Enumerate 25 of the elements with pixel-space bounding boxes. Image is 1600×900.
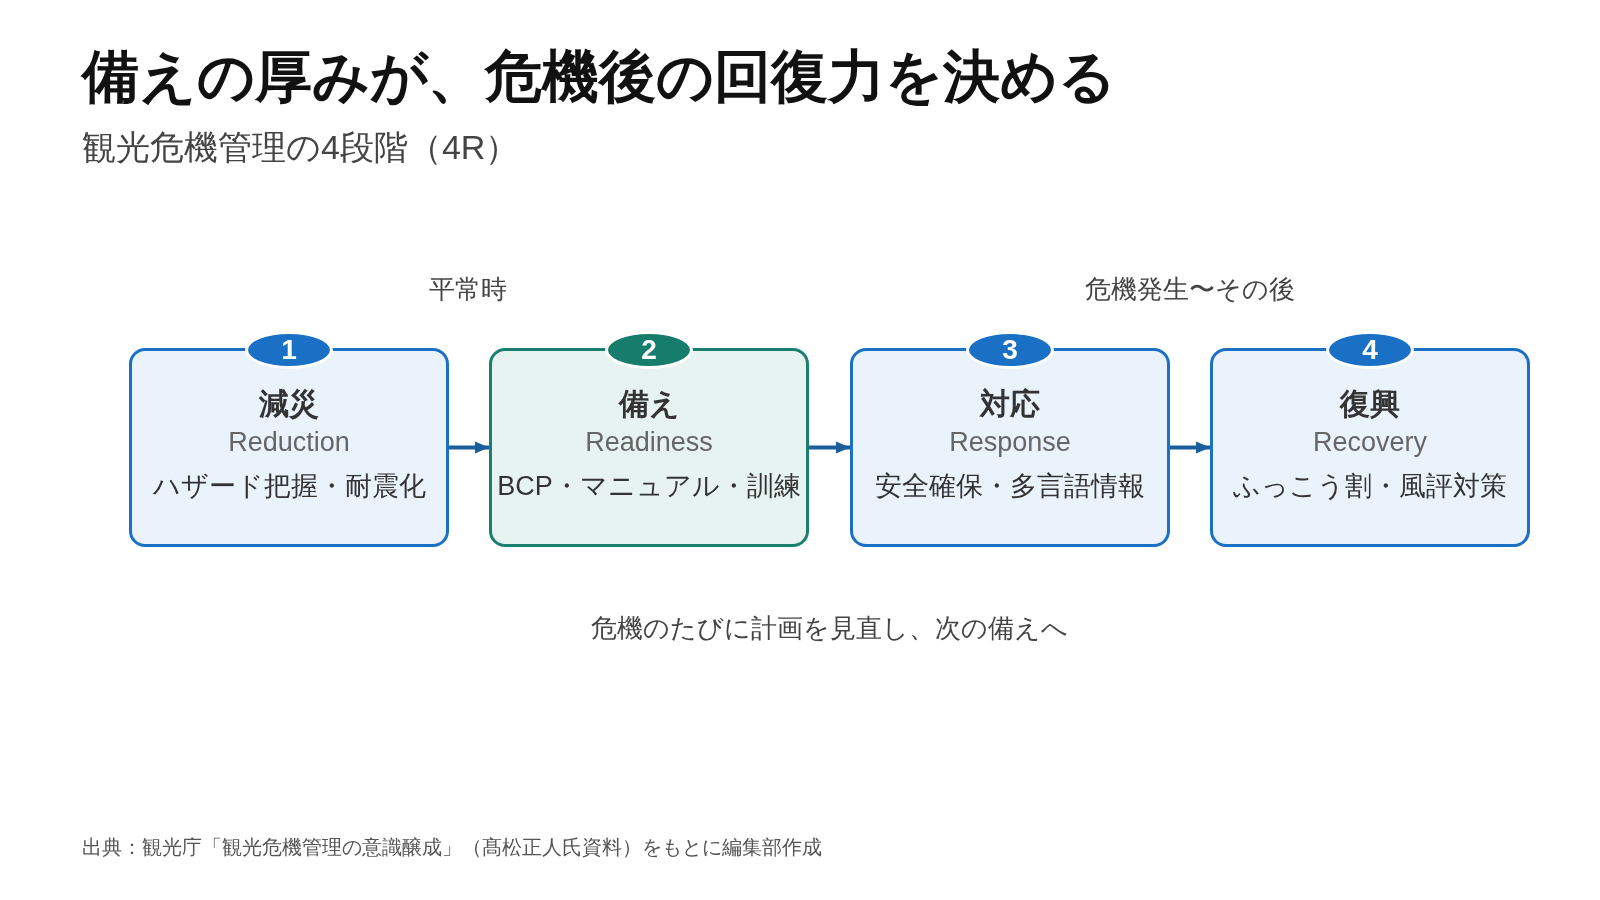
stage-description: ふっこう割・風評対策: [1233, 470, 1507, 503]
subtitle: 観光危機管理の4段階（4R）: [82, 127, 520, 168]
english-term: Reduction: [228, 426, 350, 459]
stage-title: 備え: [618, 386, 680, 422]
stage-title: 減災: [259, 386, 319, 422]
number-badge: 4: [1326, 331, 1414, 369]
title: 備えの厚みが、危機後の回復力を決める: [82, 43, 1116, 110]
english-term: Recovery: [1312, 426, 1427, 459]
stage-description: 安全確保・多言語情報: [875, 470, 1145, 503]
arrow: [809, 441, 850, 454]
english-term: Response: [949, 426, 1071, 459]
stage-title: 対応: [980, 386, 1040, 422]
phase-label: 平常時: [429, 273, 507, 306]
stage-description: ハザード把握・耐震化: [152, 470, 426, 503]
number-badge: 2: [605, 331, 693, 369]
number-badge: 1: [245, 331, 333, 369]
source-note: 出典：観光庁「観光危機管理の意識醸成」（髙松正人氏資料）をもとに編集部作成: [82, 835, 822, 860]
english-term: Readiness: [585, 426, 713, 459]
phase-label: 危機発生〜その後: [1085, 273, 1295, 306]
arrow: [449, 441, 489, 454]
arrow: [1170, 441, 1210, 454]
stage-description: BCP・マニュアル・訓練: [497, 470, 801, 503]
note-text: 危機のたびに計画を見直し、次の備えへ: [590, 612, 1068, 645]
stage-title: 復興: [1340, 386, 1400, 422]
number-badge: 3: [966, 331, 1054, 369]
